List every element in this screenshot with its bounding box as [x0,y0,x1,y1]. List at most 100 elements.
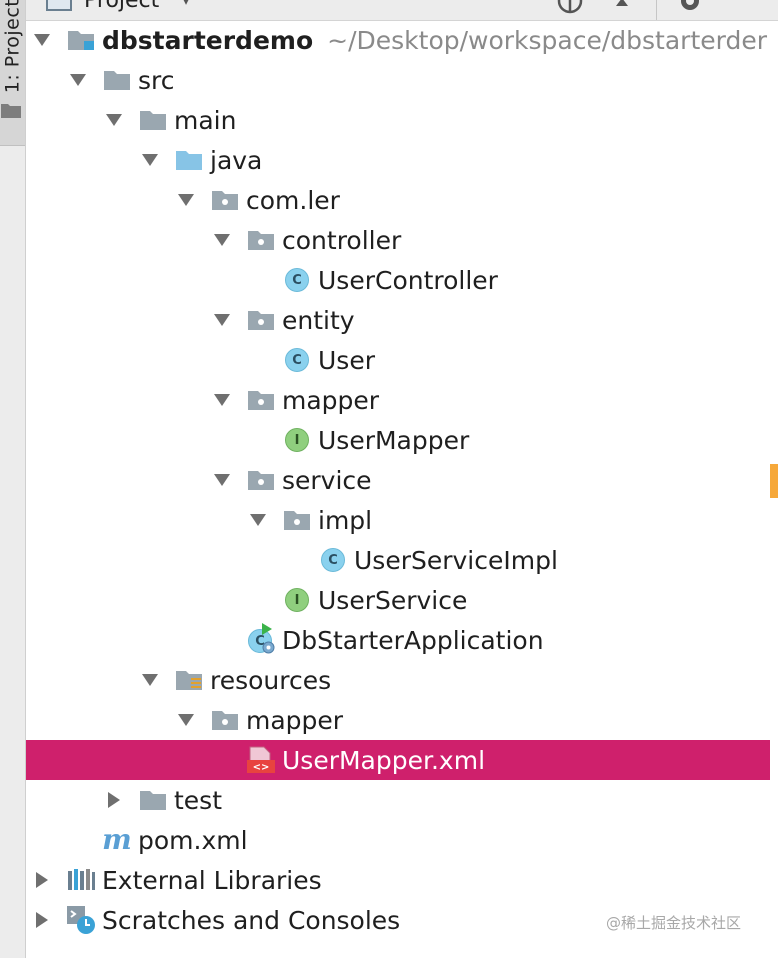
tool-window-stripe: 1: Project [0,0,26,958]
tree-row[interactable]: java [26,140,770,180]
expand-arrow-icon[interactable] [68,70,88,90]
spring-boot-class-icon: C [246,623,276,655]
watermark: @稀土掘金技术社区 [606,914,742,932]
folder-icon [1,104,21,118]
module-path: ~/Desktop/workspace/dbstarterder [327,25,768,55]
tree-row[interactable]: test [26,780,770,820]
tree-row-label: mapper [282,385,380,415]
tree-row[interactable]: impl [26,500,770,540]
tree-row-label: controller [282,225,402,255]
project-tool-tab[interactable]: 1: Project [0,0,25,146]
tree-row-label: pom.xml [138,825,248,855]
module-folder-icon [66,25,96,55]
maven-icon: m [102,823,132,856]
tree-row-label: UserMapper.xml [282,745,486,775]
tree-row[interactable]: <> UserMapper.xml [26,740,770,780]
tree-row[interactable]: main [26,100,770,140]
expand-arrow-icon[interactable] [248,510,268,530]
tree-row-label: dbstarterdemo [102,25,314,55]
collapse-all-icon[interactable] [614,0,630,8]
folder-icon [138,105,168,135]
expand-arrow-icon[interactable] [140,670,160,690]
expand-arrow-icon[interactable] [176,710,196,730]
expand-arrow-icon[interactable] [104,110,124,130]
tree-row-label: DbStarterApplication [282,625,544,655]
tree-row[interactable]: com.ler [26,180,770,220]
scrollbar-marker [770,464,778,498]
tree-row-label: User [318,345,375,375]
collapse-arrow-icon[interactable] [32,870,52,890]
tree-row-label: UserController [318,265,498,295]
project-view-icon [46,0,72,11]
package-icon [246,305,276,335]
expand-arrow-icon[interactable] [140,150,160,170]
source-root-folder-icon [174,145,204,175]
project-tool-header: Project ▾ [26,0,778,21]
class-icon: C [318,545,348,575]
folder-icon [138,785,168,815]
tree-row-label: service [282,465,372,495]
resources-folder-icon [174,665,204,695]
tree-row-label: test [174,785,223,815]
expand-arrow-icon[interactable] [212,230,232,250]
tree-row-label: entity [282,305,355,335]
locate-icon[interactable] [556,0,584,15]
tree-row[interactable]: External Libraries [26,860,770,900]
tree-row-label: Scratches and Consoles [102,905,401,935]
tree-row-label: mapper [246,705,344,735]
class-icon: C [282,345,312,375]
expand-arrow-icon[interactable] [32,30,52,50]
header-divider [656,0,657,20]
tree-row-label: src [138,65,175,95]
libraries-icon [66,865,96,895]
package-icon [282,505,312,535]
package-icon [246,465,276,495]
package-icon [246,385,276,415]
svg-text:<>: <> [253,762,270,773]
tree-row-label: External Libraries [102,865,322,895]
tree-row-label: com.ler [246,185,340,215]
expand-arrow-icon[interactable] [176,190,196,210]
tree-row-label: resources [210,665,332,695]
expand-arrow-icon[interactable] [212,470,232,490]
tool-window-title[interactable]: Project [84,0,160,13]
tree-row[interactable]: Scratches and Consoles [26,900,770,940]
tree-row[interactable]: mapper [26,700,770,740]
scratches-icon [66,905,96,935]
project-tree: dbstarterdemo ~/Desktop/workspace/dbstart… [26,20,778,958]
collapse-arrow-icon[interactable] [104,790,124,810]
tree-row-label: java [210,145,263,175]
tree-row[interactable]: entity [26,300,770,340]
gear-icon[interactable] [676,0,704,15]
tree-row-label: impl [318,505,373,535]
class-icon: C [282,265,312,295]
tree-row-label: UserMapper [318,425,470,455]
package-icon [246,225,276,255]
tree-row[interactable]: mapper [26,380,770,420]
tree-row[interactable]: controller [26,220,770,260]
collapse-arrow-icon[interactable] [32,910,52,930]
tree-row-label: UserService [318,585,468,615]
package-icon [210,705,240,735]
tree-row-label: UserServiceImpl [354,545,558,575]
xml-file-icon: <> [246,745,276,775]
expand-arrow-icon[interactable] [212,310,232,330]
chevron-down-icon[interactable]: ▾ [182,0,190,9]
tree-row[interactable]: service [26,460,770,500]
folder-icon [102,65,132,95]
interface-icon: I [282,585,312,615]
tree-row-label: main [174,105,237,135]
interface-icon: I [282,425,312,455]
tree-row[interactable]: src [26,60,770,100]
tree-row[interactable]: dbstarterdemo ~/Desktop/workspace/dbstart… [26,20,770,60]
package-icon [210,185,240,215]
tree-row[interactable]: resources [26,660,770,700]
expand-arrow-icon[interactable] [212,390,232,410]
